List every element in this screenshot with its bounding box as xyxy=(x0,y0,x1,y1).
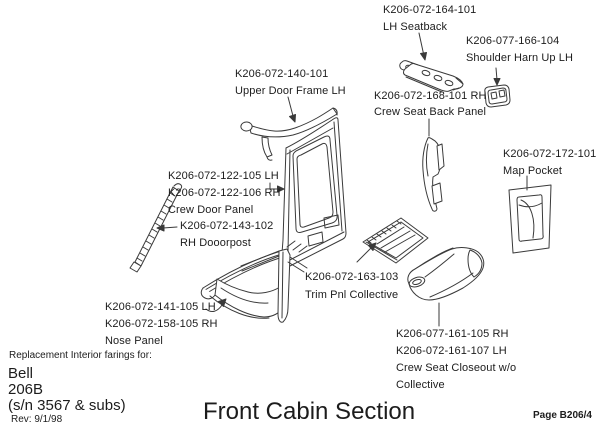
leader-lines xyxy=(157,33,527,326)
part-name: Crew Seat Back Panel xyxy=(374,106,487,118)
crew-seat-closeout-drawing xyxy=(408,248,484,300)
page-number: Page B206/4 xyxy=(533,410,592,421)
part-name: Upper Door Frame LH xyxy=(235,85,346,97)
part-number: K206-077-161-105 RH xyxy=(396,328,509,340)
lh-seatback-drawing xyxy=(400,61,463,92)
upper-door-frame-drawing xyxy=(241,108,337,160)
part-number: K206-072-140-101 xyxy=(235,68,329,80)
part-number: K206-072-161-107 LH xyxy=(396,345,507,357)
aircraft-serials: (s/n 3567 & subs) xyxy=(8,397,126,414)
part-number: K206-072-122-106 RH xyxy=(168,187,281,199)
aircraft-model: 206B xyxy=(8,381,44,398)
map-pocket-drawing xyxy=(509,185,551,253)
shoulder-harness-drawing xyxy=(485,85,510,107)
aircraft-make: Bell xyxy=(8,365,34,382)
part-name: LH Seatback xyxy=(383,21,448,33)
part-number: K206-072-164-101 xyxy=(383,4,477,16)
revision-note: Rev: 9/1/98 xyxy=(11,414,63,425)
part-name: Crew Seat Closeout w/o xyxy=(396,362,517,374)
part-name: Crew Door Panel xyxy=(168,204,254,216)
label-map-pocket: K206-072-172-101 Map Pocket xyxy=(503,146,596,180)
part-name: RH Dooorpost xyxy=(180,237,251,249)
aircraft-block: Bell 206B (s/n 3567 & subs) xyxy=(8,366,126,414)
part-name: Trim Pnl Collective xyxy=(305,289,399,301)
label-crew-seat-closeout: K206-077-161-105 RH K206-072-161-107 LH … xyxy=(396,326,516,394)
part-number: K206-072-141-105 LH xyxy=(105,301,216,313)
crew-door-panel-drawing xyxy=(278,118,346,322)
part-number: K206-072-168-101 RH xyxy=(374,90,487,102)
label-trim-pnl-collective: K206-072-163-103 Trim Pnl Collective xyxy=(305,268,398,304)
intro-note: Replacement Interior farings for: xyxy=(9,350,152,361)
label-upper-door-frame: K206-072-140-101 Upper Door Frame LH xyxy=(235,66,346,100)
label-rh-doorpost: K206-072-143-102 RH Dooorpost xyxy=(180,218,273,252)
part-number: K206-072-172-101 xyxy=(503,148,597,160)
part-number: K206-072-122-105 LH xyxy=(168,170,279,182)
part-number: K206-072-158-105 RH xyxy=(105,318,218,330)
part-number: K206-072-163-103 xyxy=(305,271,399,283)
part-name: Collective xyxy=(396,379,445,391)
label-crew-seat-back-panel: K206-072-168-101 RH Crew Seat Back Panel xyxy=(374,88,487,120)
part-name: Shoulder Harn Up LH xyxy=(466,52,574,64)
part-number: K206-077-166-104 xyxy=(466,35,560,47)
trim-panel-collective-drawing xyxy=(363,218,428,263)
part-name: Nose Panel xyxy=(105,335,163,347)
label-lh-seatback: K206-072-164-101 LH Seatback xyxy=(383,2,476,36)
crew-seat-back-panel-drawing xyxy=(423,138,444,212)
label-crew-door-panel: K206-072-122-105 LH K206-072-122-106 RH … xyxy=(168,168,281,219)
part-name: Map Pocket xyxy=(503,165,563,177)
part-number: K206-072-143-102 xyxy=(180,220,274,232)
label-shoulder-harness: K206-077-166-104 Shoulder Harn Up LH xyxy=(466,33,573,67)
rh-doorpost-drawing xyxy=(130,184,182,272)
page-title: Front Cabin Section xyxy=(203,398,416,425)
label-nose-panel: K206-072-141-105 LH K206-072-158-105 RH … xyxy=(105,299,218,350)
